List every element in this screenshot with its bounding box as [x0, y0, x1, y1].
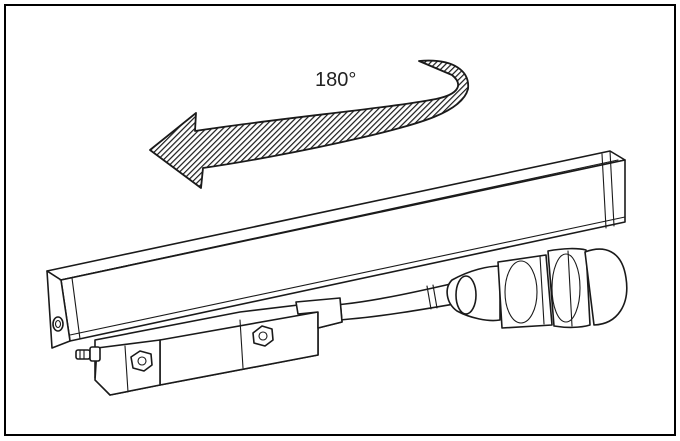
hex-screw-right	[252, 325, 274, 347]
reading-head	[94, 297, 343, 396]
hex-screw-left	[130, 350, 153, 372]
cable	[317, 282, 461, 323]
cable-connector	[446, 247, 628, 329]
rotation-arrow-icon	[149, 59, 469, 189]
device-assembly	[46, 150, 628, 396]
fitting-nozzle	[75, 346, 101, 362]
rotation-angle-label: 180°	[315, 69, 356, 91]
scale-housing	[46, 150, 626, 349]
end-cap-screw	[52, 316, 64, 332]
